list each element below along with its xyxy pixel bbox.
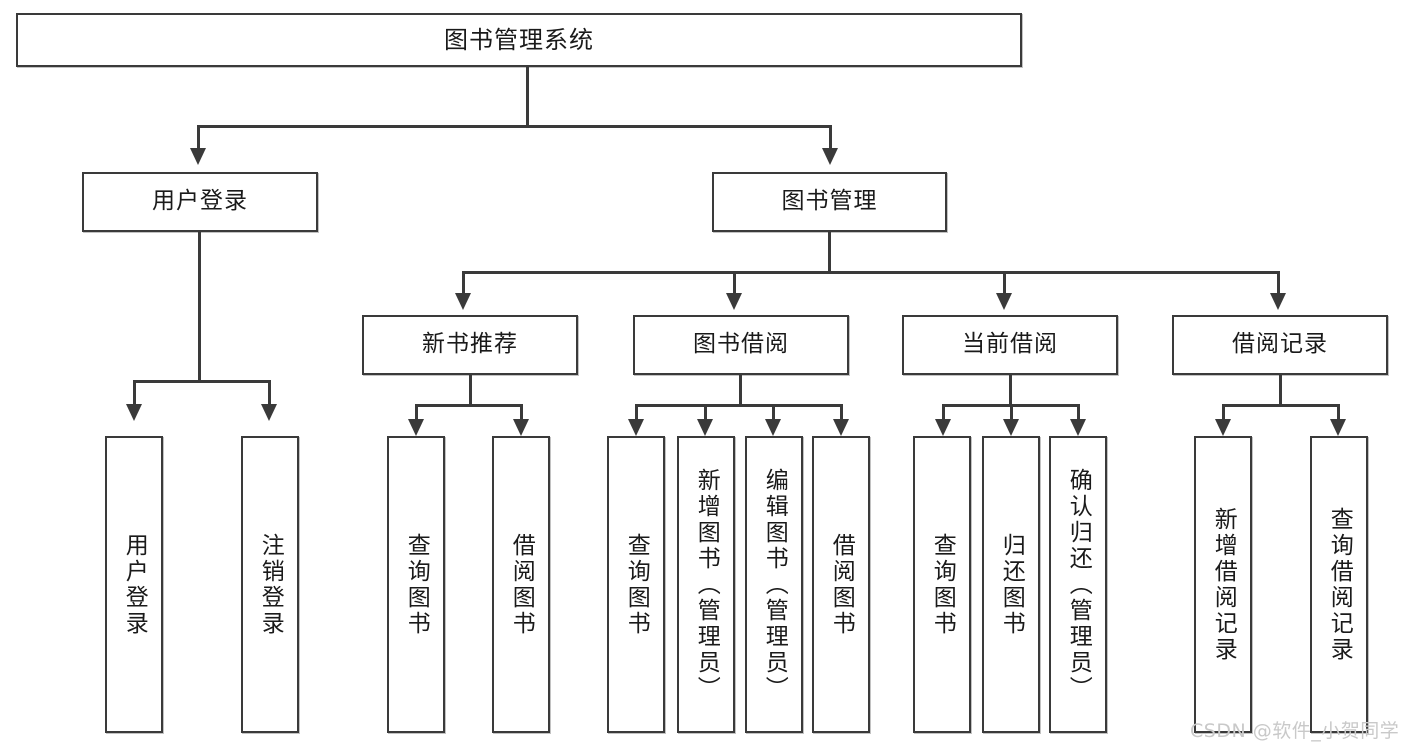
node-book-management[interactable]: 图书管理 — [712, 172, 947, 232]
arrow-down-icon-user-login — [190, 148, 206, 165]
node-label: 查询图书 — [929, 532, 956, 637]
edge-drop-leaf-borrow-book-1 — [520, 404, 523, 422]
node-label: 借阅图书 — [508, 532, 535, 637]
arrow-down-icon-book-borrow — [726, 293, 742, 310]
arrow-down-icon-current-borrow — [996, 293, 1012, 310]
edge-new-book-recommend-bus — [415, 404, 523, 407]
node-label: 归还图书 — [998, 532, 1025, 637]
edge-drop-leaf-edit-book-admin — [772, 404, 775, 422]
arrow-down-icon-new-book-recommend — [455, 293, 471, 310]
node-leaf-confirm-return-admin[interactable]: 确认归还（管理员） — [1049, 436, 1107, 733]
node-leaf-return-book[interactable]: 归还图书 — [982, 436, 1040, 733]
edge-root-stem — [526, 67, 529, 125]
node-leaf-logout-login[interactable]: 注销登录 — [241, 436, 299, 733]
node-label: 用户登录 — [121, 532, 148, 637]
edge-user-login-stem — [198, 232, 201, 380]
edge-current-borrow-stem — [1009, 375, 1012, 406]
node-label: 当前借阅 — [962, 331, 1058, 358]
arrow-down-icon-book-management — [822, 148, 838, 165]
node-new-book-recommend[interactable]: 新书推荐 — [362, 315, 578, 375]
edge-drop-leaf-query-borrow-record — [1337, 404, 1340, 422]
edge-drop-book-borrow — [733, 271, 736, 296]
node-leaf-query-book-2[interactable]: 查询图书 — [607, 436, 665, 733]
edge-drop-user-login — [197, 125, 200, 150]
node-leaf-query-book-1[interactable]: 查询图书 — [387, 436, 445, 733]
node-leaf-add-borrow-record[interactable]: 新增借阅记录 — [1194, 436, 1252, 733]
node-book-borrow[interactable]: 图书借阅 — [633, 315, 849, 375]
csdn-watermark: CSDN @软件_小贺同学 — [1190, 720, 1400, 742]
node-label: 新增借阅记录 — [1210, 506, 1237, 663]
arrow-down-icon-leaf-borrow-book-2 — [833, 419, 849, 436]
node-label: 借阅图书 — [828, 532, 855, 637]
arrow-down-icon-leaf-user-login — [126, 404, 142, 421]
node-label: 图书借阅 — [693, 331, 789, 358]
node-label: 查询图书 — [623, 532, 650, 637]
edge-drop-leaf-add-borrow-record — [1222, 404, 1225, 422]
edge-book-borrow-stem — [739, 375, 742, 406]
edge-drop-leaf-logout-login — [268, 380, 271, 406]
arrow-down-icon-leaf-query-book-3 — [935, 419, 951, 436]
edge-drop-leaf-confirm-return-admin — [1077, 404, 1080, 422]
arrow-down-icon-leaf-logout-login — [261, 404, 277, 421]
edge-user-login-bus — [133, 380, 270, 383]
node-label: 查询图书 — [403, 532, 430, 637]
edge-drop-book-management — [829, 125, 832, 150]
node-leaf-query-borrow-record[interactable]: 查询借阅记录 — [1310, 436, 1368, 733]
node-label: 注销登录 — [257, 532, 284, 637]
edge-new-book-recommend-stem — [469, 375, 472, 406]
node-root-book-management-system[interactable]: 图书管理系统 — [16, 13, 1022, 67]
edge-drop-leaf-query-book-2 — [635, 404, 638, 422]
edge-drop-leaf-return-book — [1010, 404, 1013, 422]
arrow-down-icon-leaf-borrow-book-1 — [513, 419, 529, 436]
node-leaf-edit-book-admin[interactable]: 编辑图书（管理员） — [745, 436, 803, 733]
node-label: 新书推荐 — [422, 331, 518, 358]
edge-drop-leaf-borrow-book-2 — [840, 404, 843, 422]
arrow-down-icon-borrow-record — [1270, 293, 1286, 310]
arrow-down-icon-leaf-query-book-2 — [628, 419, 644, 436]
node-leaf-borrow-book-2[interactable]: 借阅图书 — [812, 436, 870, 733]
edge-borrow-record-bus — [1222, 404, 1340, 407]
edge-book-management-stem — [828, 232, 831, 273]
node-label: 编辑图书（管理员） — [761, 467, 788, 702]
edge-drop-current-borrow — [1003, 271, 1006, 296]
edge-book-borrow-bus — [635, 404, 843, 407]
node-label: 用户登录 — [152, 188, 248, 215]
node-label: 借阅记录 — [1232, 331, 1328, 358]
arrow-down-icon-leaf-add-book-admin — [697, 419, 713, 436]
node-label: 确认归还（管理员） — [1065, 467, 1092, 702]
node-leaf-query-book-3[interactable]: 查询图书 — [913, 436, 971, 733]
edge-drop-leaf-add-book-admin — [704, 404, 707, 422]
node-leaf-user-login[interactable]: 用户登录 — [105, 436, 163, 733]
arrow-down-icon-leaf-edit-book-admin — [765, 419, 781, 436]
edge-drop-leaf-user-login — [133, 380, 136, 406]
node-label: 查询借阅记录 — [1326, 506, 1353, 663]
arrow-down-icon-leaf-query-borrow-record — [1330, 419, 1346, 436]
arrow-down-icon-leaf-query-book-1 — [408, 419, 424, 436]
node-current-borrow[interactable]: 当前借阅 — [902, 315, 1118, 375]
node-label: 图书管理系统 — [444, 25, 594, 54]
node-leaf-borrow-book-1[interactable]: 借阅图书 — [492, 436, 550, 733]
arrow-down-icon-leaf-add-borrow-record — [1215, 419, 1231, 436]
edge-borrow-record-stem — [1279, 375, 1282, 406]
edge-root-bus — [197, 125, 832, 128]
node-label: 图书管理 — [781, 188, 878, 215]
edge-drop-leaf-query-book-3 — [942, 404, 945, 422]
edge-drop-leaf-query-book-1 — [415, 404, 418, 422]
node-leaf-add-book-admin[interactable]: 新增图书（管理员） — [677, 436, 735, 733]
arrow-down-icon-leaf-return-book — [1003, 419, 1019, 436]
edge-book-management-bus — [462, 271, 1280, 274]
node-label: 新增图书（管理员） — [693, 467, 720, 702]
edge-drop-borrow-record — [1277, 271, 1280, 296]
arrow-down-icon-leaf-confirm-return-admin — [1070, 419, 1086, 436]
node-user-login[interactable]: 用户登录 — [82, 172, 318, 232]
edge-drop-new-book-recommend — [462, 271, 465, 296]
node-borrow-record[interactable]: 借阅记录 — [1172, 315, 1388, 375]
